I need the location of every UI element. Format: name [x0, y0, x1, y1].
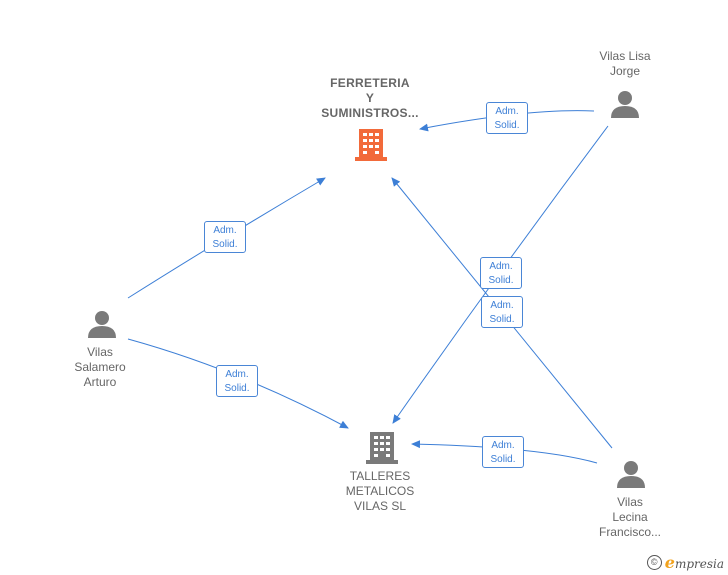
relation-badge-line2: Solid. — [488, 275, 514, 286]
relation-badge-line2: Solid. — [212, 239, 238, 250]
copyright-icon: © — [646, 554, 662, 570]
relation-badge-line1: Adm. — [489, 261, 513, 272]
person-icon-vilas-lecina[interactable] — [617, 461, 645, 488]
person-label-vilas-lisa[interactable]: Vilas Lisa Jorge — [599, 49, 651, 78]
person-label-vilas-lecina[interactable]: Vilas Lecina Francisco... — [598, 495, 661, 539]
empresia-brand[interactable]: © empresia — [646, 552, 724, 572]
building-icon-ferreteria[interactable] — [355, 129, 387, 161]
relation-badge-salamero-talleres: Adm. Solid. — [216, 365, 258, 397]
relation-badge-line1: Adm. — [491, 440, 515, 451]
relation-badge-line2: Solid. — [494, 120, 520, 131]
relation-badge-lecina-ferreteria: Adm. Solid. — [481, 296, 523, 328]
relation-badge-line2: Solid. — [224, 383, 250, 394]
relation-badge-line2: Solid. — [490, 454, 516, 465]
person-icon-vilas-salamero[interactable] — [88, 311, 116, 338]
relation-badge-line1: Adm. — [225, 369, 249, 380]
company-label-ferreteria[interactable]: FERRETERIA Y SUMINISTROS... — [321, 76, 419, 120]
brand-logo: empresia — [664, 552, 724, 572]
relation-badge-salamero-ferreteria: Adm. Solid. — [204, 221, 246, 253]
relation-badge-line1: Adm. — [495, 106, 519, 117]
relation-badge-line1: Adm. — [490, 300, 514, 311]
relation-badge-lisa-ferreteria: Adm. Solid. — [486, 102, 528, 134]
person-label-vilas-salamero[interactable]: Vilas Salamero Arturo — [74, 345, 126, 389]
person-icon-vilas-lisa[interactable] — [611, 91, 639, 118]
relation-badge-line1: Adm. — [213, 225, 237, 236]
edges — [127, 110, 613, 464]
building-icon-talleres[interactable] — [366, 432, 398, 464]
relation-badge-line2: Solid. — [489, 314, 515, 325]
relation-badge-lecina-talleres: Adm. Solid. — [482, 436, 524, 468]
relation-badge-lisa-talleres: Adm. Solid. — [480, 257, 522, 289]
company-label-talleres[interactable]: TALLERES METALICOS VILAS SL — [345, 469, 415, 513]
